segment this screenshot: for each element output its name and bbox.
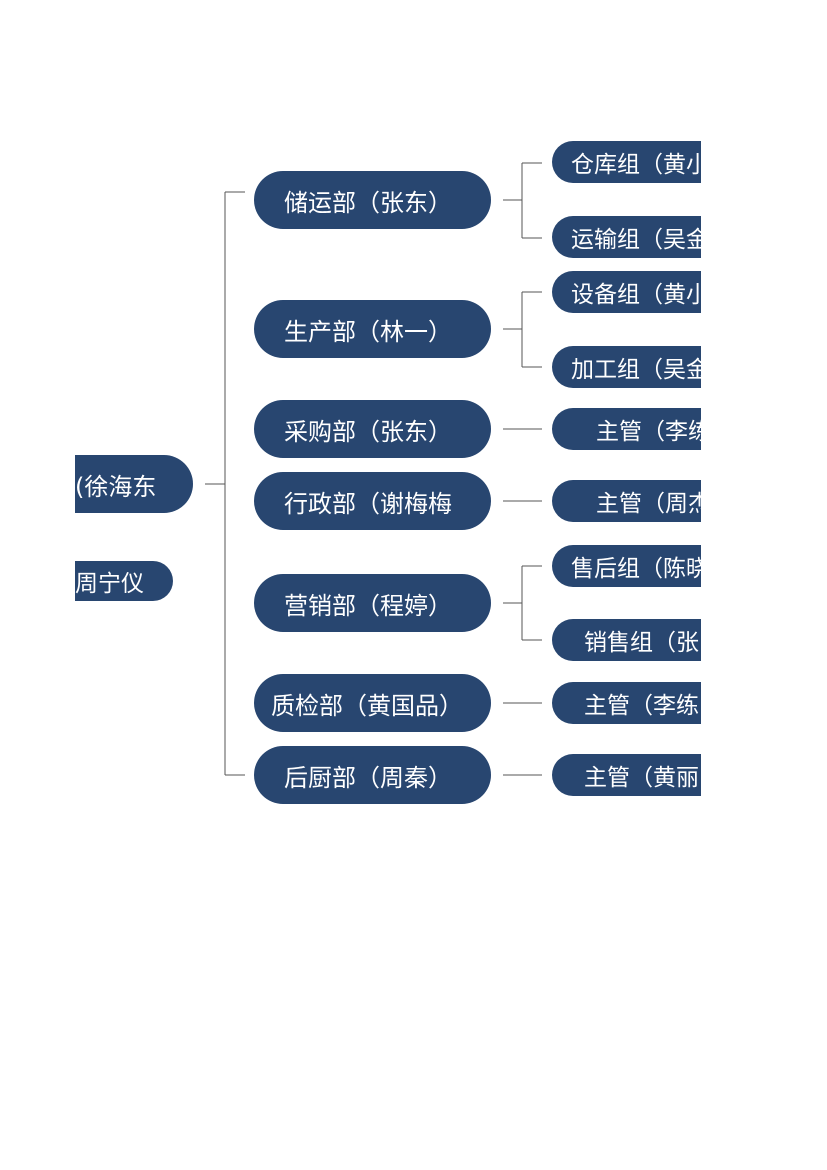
group-label: 主管（李练 <box>596 419 701 445</box>
dept-node-marketing[interactable]: 营销部（程婷） <box>254 574 491 632</box>
dept-label: 行政部（谢梅梅 <box>284 489 452 518</box>
group-node[interactable]: 销售组（张 <box>552 619 701 661</box>
group-node[interactable]: 加工组（吴金 <box>552 346 701 388</box>
group-node[interactable]: 仓库组（黄小 <box>552 141 701 183</box>
group-node[interactable]: 设备组（黄小 <box>552 271 701 313</box>
group-node[interactable]: 主管（李练 <box>552 408 701 450</box>
dept-label: 生产部（林一） <box>284 317 452 346</box>
group-node[interactable]: 主管（李练 <box>552 682 701 724</box>
dept-node-production[interactable]: 生产部（林一） <box>254 300 491 358</box>
side-node-label: 周宁仪 <box>75 571 144 597</box>
dept-label: 质检部（黄国品） <box>271 691 463 720</box>
dept-label: 储运部（张东） <box>284 188 452 217</box>
dept-node-administration[interactable]: 行政部（谢梅梅 <box>254 472 491 530</box>
side-node[interactable]: 周宁仪 <box>75 561 173 601</box>
group-label: 销售组（张 <box>584 630 699 656</box>
group-label: 运输组（吴金 <box>571 227 701 253</box>
org-chart: (徐海东 周宁仪 储运部（张东） 生产部（林一） 采购部（张东） 行政部（谢梅梅… <box>75 0 701 1170</box>
dept-node-quality-inspection[interactable]: 质检部（黄国品） <box>254 674 491 732</box>
group-label: 仓库组（黄小 <box>571 152 701 178</box>
group-label: 设备组（黄小 <box>571 282 701 308</box>
dept-node-purchasing[interactable]: 采购部（张东） <box>254 400 491 458</box>
dept-label: 后厨部（周秦） <box>284 763 452 792</box>
group-label: 售后组（陈晓 <box>571 556 701 582</box>
dept-node-kitchen[interactable]: 后厨部（周秦） <box>254 746 491 804</box>
group-node[interactable]: 运输组（吴金 <box>552 216 701 258</box>
dept-label: 采购部（张东） <box>284 417 452 446</box>
root-node[interactable]: (徐海东 <box>75 455 193 513</box>
connector-lines <box>205 162 542 776</box>
dept-label: 营销部（程婷） <box>284 591 452 620</box>
group-node[interactable]: 售后组（陈晓 <box>552 545 701 587</box>
group-label: 加工组（吴金 <box>571 357 701 383</box>
group-node[interactable]: 主管（黄丽 <box>552 754 701 796</box>
dept-node-storage-transport[interactable]: 储运部（张东） <box>254 171 491 229</box>
group-label: 主管（黄丽 <box>584 765 699 791</box>
group-label: 主管（周杰 <box>596 491 701 517</box>
group-label: 主管（李练 <box>584 693 699 719</box>
root-node-label: (徐海东 <box>75 472 157 501</box>
group-node[interactable]: 主管（周杰 <box>552 480 701 522</box>
